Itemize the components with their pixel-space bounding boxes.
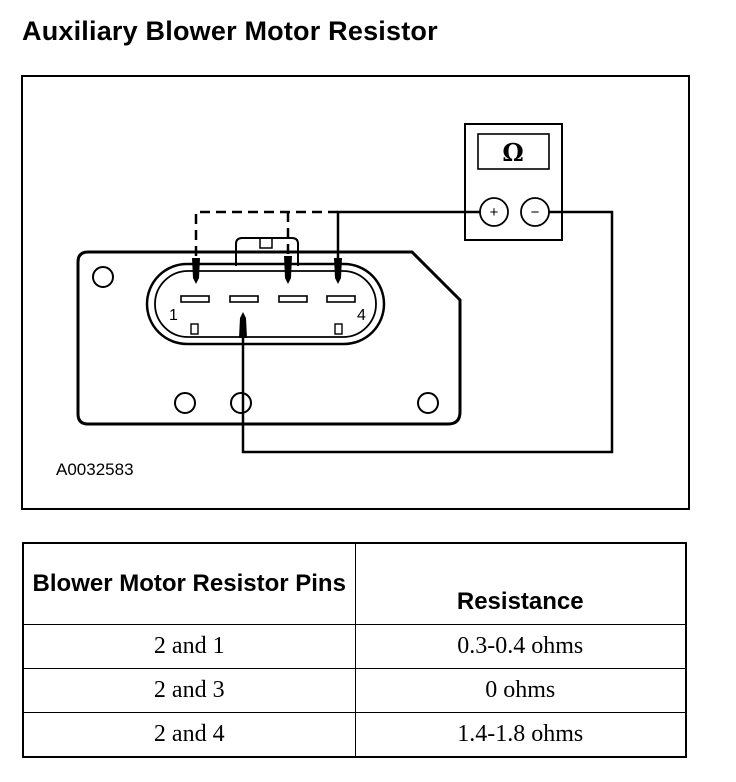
wiring-diagram: 1 4 Ω + − A0032583: [21, 75, 690, 510]
table-row: 2 and 1 0.3-0.4 ohms: [22, 624, 687, 669]
terminal-slot-1: [180, 295, 210, 303]
connector-key: [334, 323, 343, 335]
probe-tip: [239, 312, 247, 338]
mounting-hole: [174, 392, 196, 414]
ohmmeter-display: [477, 133, 550, 170]
resistance-cell: 1.4-1.8 ohms: [354, 712, 687, 758]
table-row: 2 and 4 1.4-1.8 ohms: [22, 712, 687, 758]
pin-label-1: 1: [169, 307, 178, 324]
negative-label: −: [531, 204, 540, 221]
terminal-slot-4: [326, 295, 356, 303]
column-header-pins: Blower Motor Resistor Pins: [22, 542, 356, 625]
ohm-symbol: Ω: [502, 138, 523, 167]
mounting-hole: [230, 392, 252, 414]
latch-tab: [259, 238, 273, 249]
pins-cell: 2 and 1: [22, 624, 356, 669]
connector-key: [190, 323, 199, 335]
resistance-cell: 0.3-0.4 ohms: [354, 624, 687, 669]
diagram-frame: [21, 75, 690, 510]
pin-label-4: 4: [357, 307, 366, 324]
negative-lead: [241, 210, 614, 454]
probe-tip: [334, 258, 342, 284]
mounting-hole: [92, 266, 114, 288]
terminal-slot-3: [278, 295, 308, 303]
pins-cell: 2 and 4: [22, 712, 356, 758]
resistance-cell: 0 ohms: [354, 668, 687, 713]
positive-label: +: [490, 204, 499, 221]
column-header-resistance: Resistance: [354, 542, 687, 625]
probe-tip: [284, 256, 292, 284]
terminal-slot-2: [229, 295, 259, 303]
table-header-row: Blower Motor Resistor Pins Resistance: [22, 542, 687, 625]
mounting-hole: [417, 392, 439, 414]
figure-id: A0032583: [56, 460, 134, 479]
connector-outer: [145, 262, 386, 346]
connector-inner: [154, 270, 377, 338]
table-row: 2 and 3 0 ohms: [22, 668, 687, 713]
resistor-body: [76, 250, 462, 426]
resistance-table: Blower Motor Resistor Pins Resistance 2 …: [22, 542, 687, 758]
page-title: Auxiliary Blower Motor Resistor: [22, 16, 438, 46]
connector-latch: [235, 237, 299, 266]
pins-cell: 2 and 3: [22, 668, 356, 713]
probe-tip: [192, 258, 200, 284]
positive-lead-pin4: [336, 210, 480, 262]
